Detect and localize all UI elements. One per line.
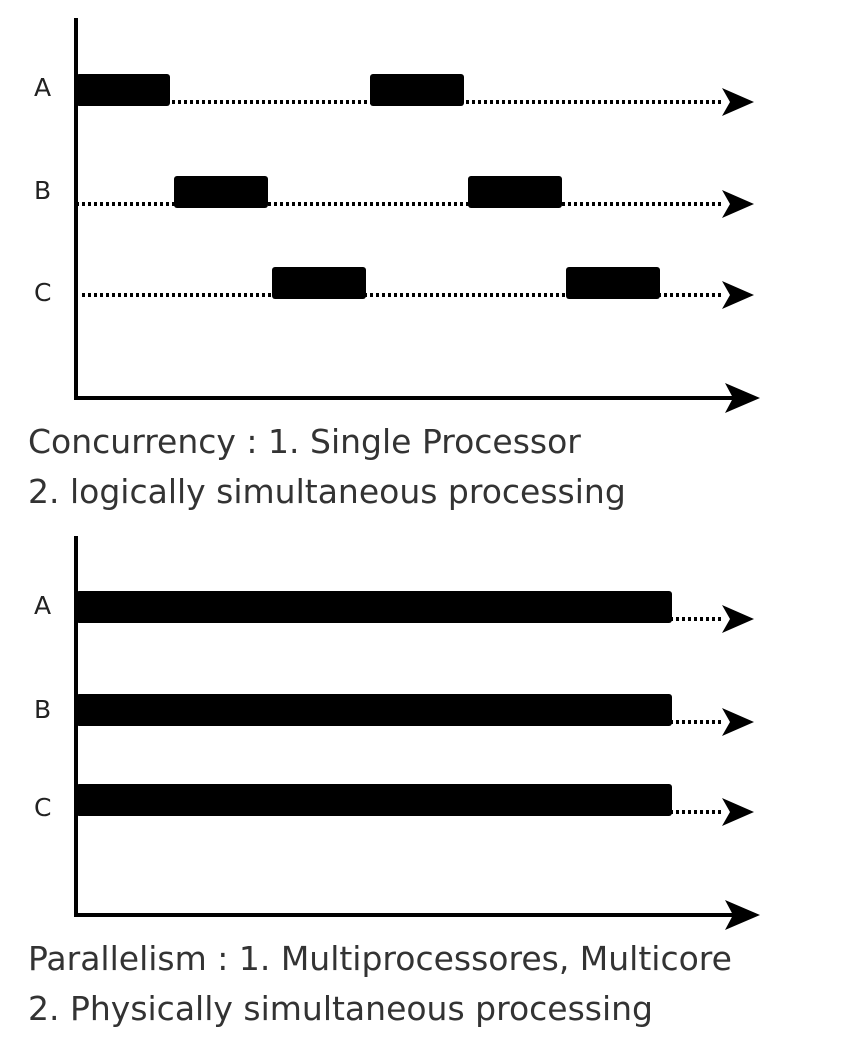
- parallelism-lane-b: B: [34, 694, 754, 736]
- parallelism-lane-b-bar-1: [76, 694, 672, 726]
- parallelism-lane-a-arrowhead: [722, 605, 754, 633]
- concurrency-lane-b: B: [34, 176, 754, 218]
- parallelism-lane-b-arrowhead: [722, 708, 754, 736]
- parallelism-caption-line-1: Parallelism : 1. Multiprocessores, Multi…: [28, 939, 732, 978]
- concurrency-lane-a-bar-1: [76, 74, 170, 106]
- concurrency-caption-line-1: Concurrency : 1. Single Processor: [28, 422, 581, 461]
- parallelism-lane-c-bar-1: [76, 784, 672, 816]
- concurrency-lane-c: C: [34, 267, 754, 309]
- parallelism-panel: A B C Parallelism : 1. Multiprocessores,…: [28, 536, 760, 1028]
- concurrency-lane-a-bar-2: [370, 74, 464, 106]
- concurrency-lane-b-bar-2: [468, 176, 562, 208]
- parallelism-lane-b-label: B: [34, 695, 51, 724]
- concurrency-x-axis-arrowhead: [725, 383, 760, 413]
- parallelism-lane-a-label: A: [34, 591, 51, 620]
- concurrency-lane-c-arrowhead: [722, 281, 754, 309]
- concurrency-lane-c-bar-1: [272, 267, 366, 299]
- concurrency-lane-b-label: B: [34, 176, 51, 205]
- concurrency-lane-b-arrowhead: [722, 190, 754, 218]
- parallelism-lane-c-label: C: [34, 793, 51, 822]
- concurrency-panel: A B C Concurrency : 1. Single Processor …: [28, 18, 760, 511]
- parallelism-lane-a: A: [34, 591, 754, 633]
- parallelism-x-axis-arrowhead: [725, 900, 760, 930]
- concurrency-lane-a-arrowhead: [722, 88, 754, 116]
- concurrency-lane-a-label: A: [34, 73, 51, 102]
- concurrency-lane-c-label: C: [34, 278, 51, 307]
- concurrency-caption-line-2: 2. logically simultaneous processing: [28, 472, 626, 511]
- parallelism-lane-c-arrowhead: [722, 798, 754, 826]
- parallelism-lane-c: C: [34, 784, 754, 826]
- parallelism-lane-a-bar-1: [76, 591, 672, 623]
- concurrency-lane-c-bar-2: [566, 267, 660, 299]
- concurrency-lane-a: A: [34, 73, 754, 116]
- parallelism-caption-line-2: 2. Physically simultaneous processing: [28, 989, 653, 1028]
- concurrency-lane-b-bar-1: [174, 176, 268, 208]
